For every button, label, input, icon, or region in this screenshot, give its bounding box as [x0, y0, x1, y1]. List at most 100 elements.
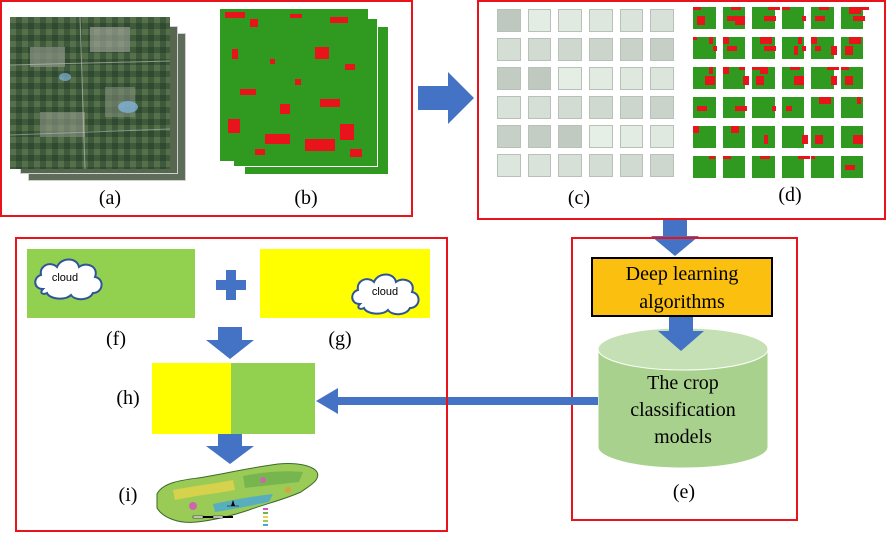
- image-tile: [497, 125, 521, 148]
- models-text: The crop classification models: [597, 370, 769, 451]
- label-tile: [722, 96, 747, 119]
- image-tile: [588, 38, 613, 61]
- label-tile: [693, 96, 716, 119]
- label-tile: [781, 96, 804, 119]
- image-tile: [650, 67, 674, 90]
- label-tile: [693, 156, 716, 178]
- label-tile: [752, 36, 776, 59]
- label-c: (c): [567, 187, 591, 209]
- image-tile: [588, 154, 613, 177]
- label-tile: [722, 66, 749, 89]
- image-tile: [558, 67, 582, 90]
- map-scale-bar: [192, 515, 233, 519]
- image-tile: [619, 125, 644, 148]
- label-tile: [752, 96, 776, 119]
- label-f: (f): [106, 328, 126, 350]
- image-tile: [527, 38, 552, 61]
- label-tile: [781, 156, 810, 178]
- image-tile: [527, 125, 552, 148]
- label-tile: [781, 7, 806, 29]
- image-tile: [619, 38, 644, 61]
- image-tile-grid: [497, 9, 674, 177]
- models-line1: The crop: [647, 372, 719, 394]
- models-line3: models: [654, 426, 712, 448]
- arrow-down-to-models: [658, 317, 704, 351]
- north-arrow-icon: [227, 500, 239, 507]
- satellite-image-front: [10, 17, 170, 169]
- image-tile: [619, 96, 644, 119]
- panel-models: [571, 237, 798, 521]
- image-tile: [497, 67, 521, 90]
- image-tile: [527, 154, 552, 177]
- image-tile: [497, 38, 521, 61]
- label-tile: [722, 7, 745, 29]
- map-legend: [263, 508, 268, 526]
- label-tile: [752, 156, 775, 178]
- label-tile: [840, 156, 863, 178]
- image-tile: [619, 9, 644, 32]
- plus-icon: [216, 270, 246, 300]
- panel-input-images: [0, 0, 413, 217]
- image-tile: [527, 67, 552, 90]
- label-tile: [840, 66, 863, 89]
- label-tile: [840, 96, 863, 119]
- label-tile: [752, 66, 775, 89]
- label-tile-grid: [693, 7, 869, 178]
- cloud-icon-g: [351, 273, 420, 316]
- image-tile: [497, 154, 521, 177]
- image-tile: [527, 96, 552, 119]
- arrow-left-to-merged: [316, 388, 598, 414]
- label-tile: [840, 7, 869, 29]
- cloud-label-f: cloud: [51, 272, 79, 284]
- image-tile: [588, 9, 613, 32]
- arrow-right: [418, 72, 474, 124]
- arrow-down-to-merged: [206, 327, 254, 359]
- cloud-label-g: cloud: [371, 286, 399, 298]
- cloud-icon-f: [34, 258, 103, 301]
- models-line2: classification: [630, 399, 736, 421]
- label-d: (d): [778, 184, 802, 206]
- panel-sample-tiles: [477, 0, 886, 220]
- label-tile: [693, 7, 716, 29]
- image-tile: [588, 67, 613, 90]
- image-tile: [650, 38, 674, 61]
- label-tile: [840, 126, 863, 149]
- image-tile: [497, 96, 521, 119]
- label-g: (g): [328, 328, 352, 350]
- label-tile: [811, 156, 834, 178]
- image-tile: [558, 125, 582, 148]
- merged-image-yellow: [152, 363, 231, 434]
- image-tile: [650, 96, 674, 119]
- label-e: (e): [672, 481, 696, 503]
- deep-learning-box: Deep learning algorithms: [591, 257, 773, 317]
- label-tile: [693, 66, 716, 89]
- label-b: (b): [294, 187, 318, 209]
- label-tile: [840, 36, 863, 59]
- merged-image-green: [231, 363, 315, 434]
- image-tile: [558, 96, 582, 119]
- label-tile: [781, 126, 808, 149]
- image-tile: [588, 96, 613, 119]
- image-tile: [588, 125, 613, 148]
- image-tile: [650, 125, 674, 148]
- image-tile: [497, 9, 521, 32]
- label-tile: [811, 126, 834, 149]
- label-tile: [693, 36, 717, 59]
- image-tile: [619, 67, 644, 90]
- label-tile: [693, 126, 716, 149]
- label-tile: [752, 7, 780, 29]
- label-tile: [781, 36, 806, 59]
- image-tile: [619, 154, 644, 177]
- image-tile: [650, 154, 674, 177]
- image-tile: [558, 154, 582, 177]
- label-tile: [781, 66, 804, 89]
- image-tile: [558, 9, 582, 32]
- label-tile: [722, 156, 745, 178]
- label-tile: [752, 126, 775, 149]
- label-tile: [811, 66, 839, 89]
- label-tile: [811, 36, 837, 59]
- label-tile: [811, 7, 834, 29]
- label-tile: [811, 96, 834, 119]
- deep-learning-line2: algorithms: [639, 291, 725, 313]
- label-a: (a): [98, 187, 122, 209]
